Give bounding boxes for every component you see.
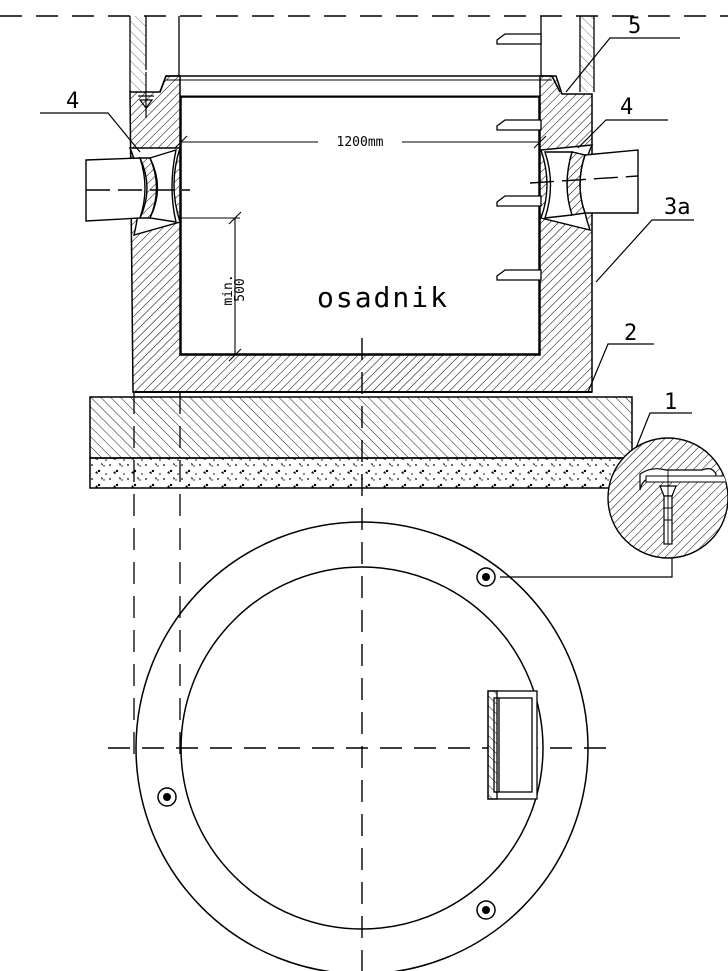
label-1: 1	[664, 390, 677, 415]
min-height-value: 500	[233, 278, 248, 301]
chamber-interior	[180, 96, 540, 355]
label-2: 2	[624, 321, 637, 346]
min-height-prefix: min.	[221, 274, 236, 305]
plan-bolt-bottom-right	[476, 900, 496, 920]
riser-left-hatch	[130, 16, 146, 92]
riser-walls	[129, 16, 595, 92]
riser-right-hatch	[580, 16, 594, 92]
min-height-dimension	[181, 211, 242, 362]
min-height-label-group: min. 500	[221, 274, 248, 305]
right-outlet-pipe	[529, 149, 639, 219]
detail-leader	[500, 558, 673, 578]
left-inlet-pipe	[85, 148, 190, 223]
ladder-rungs	[496, 33, 542, 281]
label-5: 5	[628, 14, 641, 39]
level-marker-icon	[138, 72, 154, 118]
plan-ladder	[487, 690, 538, 800]
gravel-bedding	[89, 457, 633, 489]
cover-plate	[159, 75, 561, 93]
base-slab	[89, 396, 633, 459]
diameter-label: 1200mm	[337, 135, 384, 150]
plan-bolt-left	[157, 787, 177, 807]
label-4-right: 4	[620, 95, 633, 120]
plan-bolt-top-right	[476, 567, 496, 587]
chamber-label: osadnik	[317, 281, 449, 314]
detail-circle	[607, 437, 728, 559]
callout-leaders	[40, 37, 694, 459]
diameter-dimension	[174, 135, 547, 149]
label-4-left: 4	[66, 89, 79, 114]
label-3a: 3a	[664, 195, 691, 220]
